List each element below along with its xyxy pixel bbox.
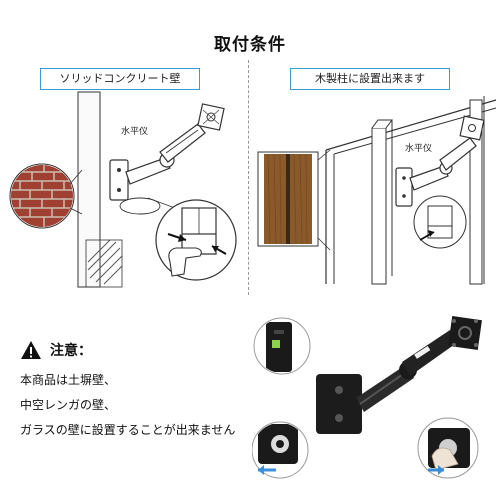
water-level-label-left: 水平仪 [121, 127, 149, 137]
warning-line-1: 本商品は土塀壁、 [20, 373, 117, 387]
wood-detail-icon [257, 149, 331, 251]
warning-line-2: 中空レンガの壁、 [20, 398, 117, 412]
brick-detail-icon [9, 163, 83, 229]
mounting-detail-icon [155, 199, 237, 281]
warning-section: 注意： 本商品は土塀壁、 中空レンガの壁、 ガラスの壁に設置することが出来ません [20, 340, 260, 443]
mounting-detail-icon-right [413, 195, 467, 249]
concrete-wall-illustration [9, 91, 237, 288]
wooden-stud-illustration [257, 96, 497, 285]
warning-icon [21, 341, 41, 359]
page-title: 取付条件 [214, 35, 286, 55]
wooden-stud-label: 木製柱に設置出来ます [290, 68, 450, 90]
section-divider [248, 60, 249, 295]
warning-title: 注意： [50, 343, 92, 359]
warning-line-3: ガラスの壁に設置することが出来ません [20, 423, 236, 437]
product-photo [252, 300, 492, 492]
water-level-label-right: 水平仪 [405, 144, 433, 154]
solid-concrete-wall-label: ソリッドコンクリート壁 [40, 68, 200, 90]
